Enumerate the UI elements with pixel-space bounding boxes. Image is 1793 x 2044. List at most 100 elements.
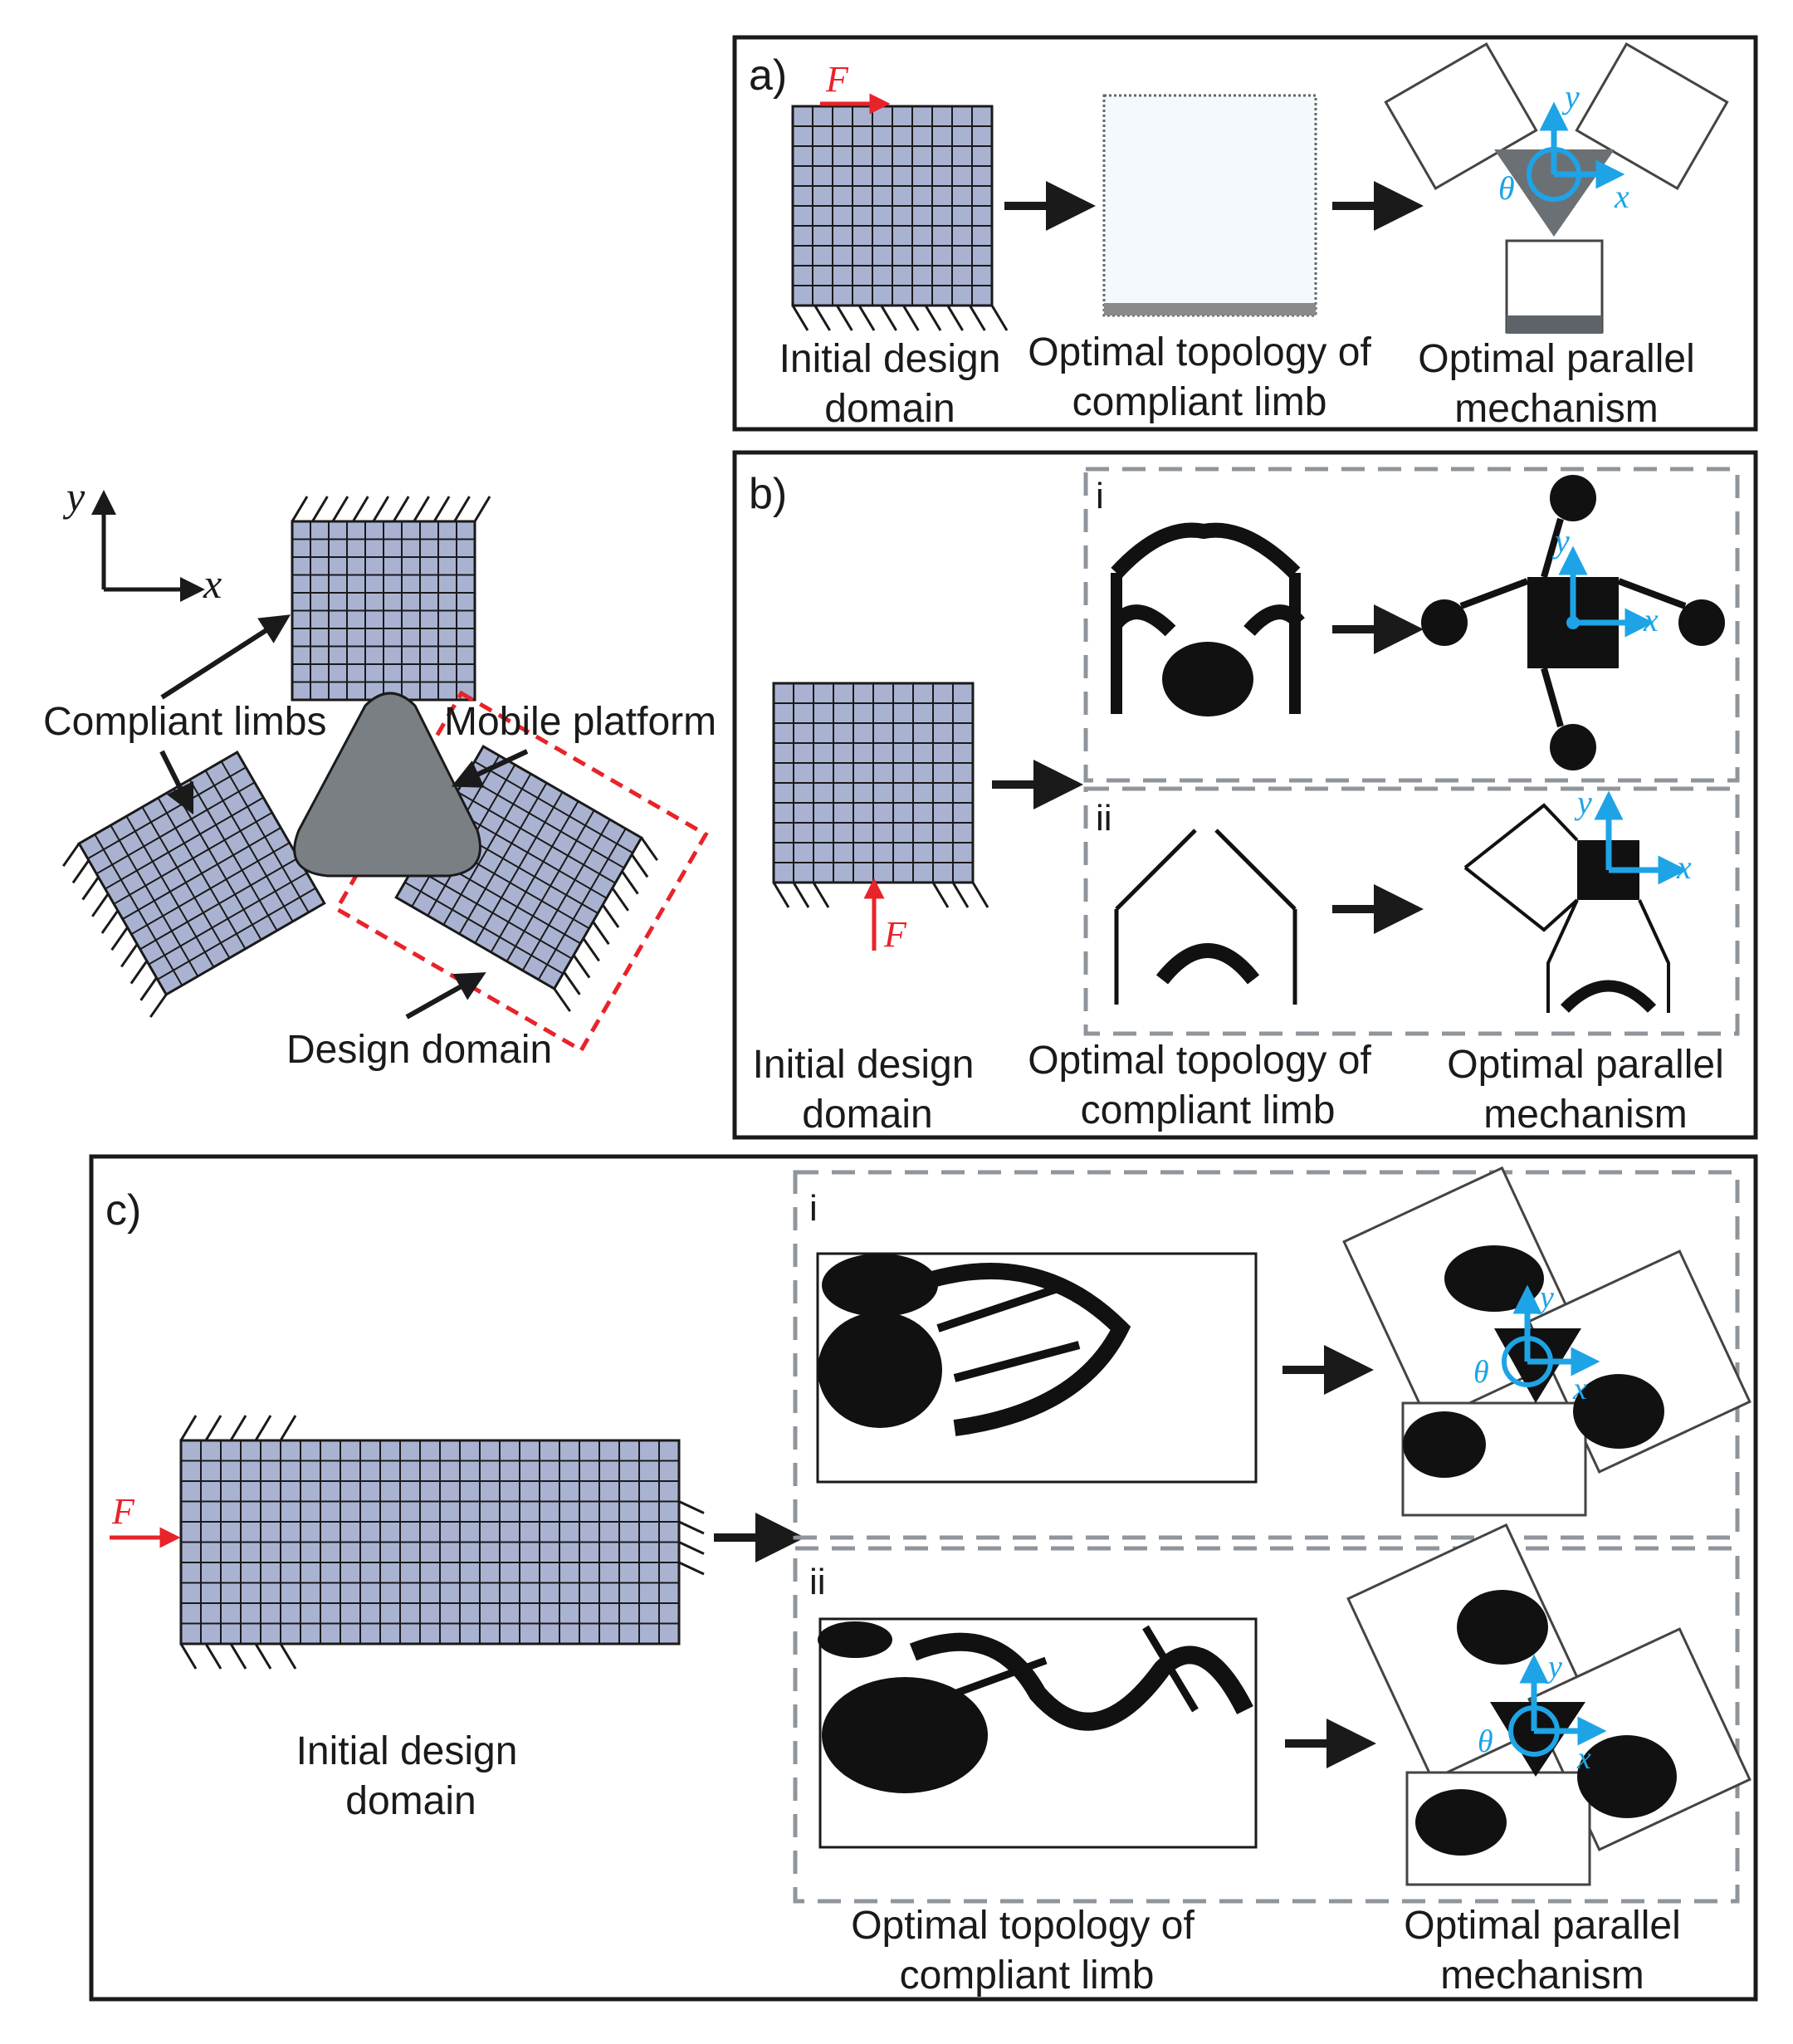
mesh-right-grid-h [474,760,633,854]
mesh-c-hatch [678,1520,705,1535]
mesh-left-grid-h [122,827,281,920]
panel-a: a) F y x θ Initial design domain Optimal… [732,35,1758,432]
panel-a-rotation-circle [1527,147,1581,202]
overview-x-label: x [203,560,222,607]
panel-b-i-link-bottom [1541,667,1564,728]
panel-b-i-y-label: y [1551,522,1570,560]
panel-b-ii-y-label: y [1574,784,1592,821]
mesh-top-hatch [372,496,390,522]
panel-c-ii-wave [909,1632,1253,1731]
mesh-b-hatch [812,882,830,908]
panel-b-sub-ii-label: ii [1096,798,1112,839]
mesh-left-hatch [129,960,149,985]
mesh-a-hatch [791,305,809,331]
mesh-top-hatch [291,496,309,522]
mesh-right-hatch [621,870,639,895]
panel-c-ii-topology [818,1617,1258,1849]
panel-b-ii-truss [1115,829,1297,911]
panel-b-col3-line2: mechanism [1483,1093,1687,1137]
mesh-left-grid-h [130,842,291,936]
panel-b: b) F i ii [732,450,1758,1140]
panel-a-col3-line2: mechanism [1454,387,1658,431]
panel-b-ii-limb-left-b [1463,866,1579,932]
panel-b-i-left-hinge [1111,604,1176,637]
panel-a-topology-base [1104,303,1316,315]
panel-c-ii-y-label: y [1545,1650,1562,1685]
panel-a-initial-mesh [791,105,1009,331]
panel-b-i-limb-left [1421,599,1468,646]
panel-a-theta-label: θ [1498,169,1515,207]
mesh-c-hatch [678,1500,705,1514]
design-domain-label: Design domain [286,1028,552,1072]
panel-b-ii-mechanism: y x [1463,784,1692,1013]
mesh-right-grid-h [465,775,625,869]
mesh-left-grid-h [139,857,299,951]
panel-c-frame [89,1154,1758,2002]
panel-c-ii-struts [953,1625,1199,1713]
panel-c-i-topology [816,1252,1258,1484]
panel-c-i-blob-main [818,1312,942,1428]
panel-b-i-limb-top [1550,475,1596,521]
panel-c-ii-mech-blob-1 [1457,1590,1548,1665]
mesh-c-hatch [179,1643,198,1670]
design-domain-arrow [405,972,486,1020]
panel-b-col1-line1: Initial design [753,1043,975,1087]
panel-c-i-mechanism: y x θ [1342,1166,1751,1517]
mesh-b-hatch [792,882,810,908]
mesh-left-hatch [110,927,129,951]
panel-c-ii-blob-main [822,1677,988,1793]
panel-c-col2-line2: compliant limb [900,1954,1155,1998]
panel-b-i-mechanism: y x [1421,475,1725,770]
panel-c-col1-line2: domain [345,1779,476,1823]
panel-b-i-limb-right [1678,599,1725,646]
mesh-top-hatch [413,496,430,522]
panel-c-i-rotation-circle [1502,1336,1553,1387]
compliant-limbs-label: Compliant limbs [43,700,326,744]
mesh-right-hatch [582,937,600,962]
panel-b-ii-limb-left [1463,803,1579,869]
mesh-right-grid-h [413,866,573,960]
top-limb-mesh [291,496,491,702]
panel-c-col2-line1: Optimal topology of [851,1904,1195,1948]
panel-b-i-center-blob [1162,642,1253,716]
mesh-left-grid-h [113,811,273,905]
compliant-limbs-arrow-upper [160,614,291,700]
mesh-c-hatch [204,1415,222,1441]
mesh-right-hatch [553,988,571,1012]
panel-b-frame [732,450,1758,1140]
panel-c-ii-blob-top [818,1621,892,1658]
panel-b-ii-limb-bottom [1546,899,1670,1013]
panel-b-col2-line2: compliant limb [1081,1088,1336,1132]
panel-b-initial-mesh [772,682,989,908]
mesh-b-hatch [772,882,790,908]
mesh-c-hatch [279,1415,297,1441]
panel-b-ii-legs [1114,909,1297,1005]
panel-a-limb-bottom-base [1507,315,1602,334]
panel-a-tag: a) [749,51,787,100]
panel-a-mechanism: y x θ [1384,42,1729,334]
mobile-platform-triangle [293,692,481,878]
panel-b-col1-line2: domain [802,1093,932,1137]
panel-b-col3-line1: Optimal parallel [1447,1043,1723,1087]
panel-b-i-link-top [1541,517,1564,579]
panel-b-sub-i-frame [1083,467,1740,783]
mesh-left-grid-h [95,781,256,875]
left-limb-mesh [62,751,326,1018]
panel-b-sub-i-label: i [1096,476,1104,516]
panel-c-sub-i-label: i [809,1188,818,1229]
mesh-left-grid-h [105,796,264,890]
mobile-platform-arrow [451,749,529,788]
panel-a-col2-line1: Optimal topology of [1028,330,1371,374]
mesh-left-hatch [139,976,158,1001]
panel-b-ii-topology [1114,829,1297,1005]
panel-c-col3-line2: mechanism [1440,1954,1644,1998]
mesh-top-hatch [432,496,451,522]
panel-a-frame [732,35,1758,432]
panel-c-i-y-label: y [1537,1280,1554,1315]
panel-b-i-x-label: x [1643,601,1659,638]
mesh-a-hatch [969,305,986,331]
panel-c: c) F Initial design domain i ii [89,1154,1758,2002]
panel-b-tag: b) [749,470,787,518]
panel-b-i-origin [1566,616,1580,629]
